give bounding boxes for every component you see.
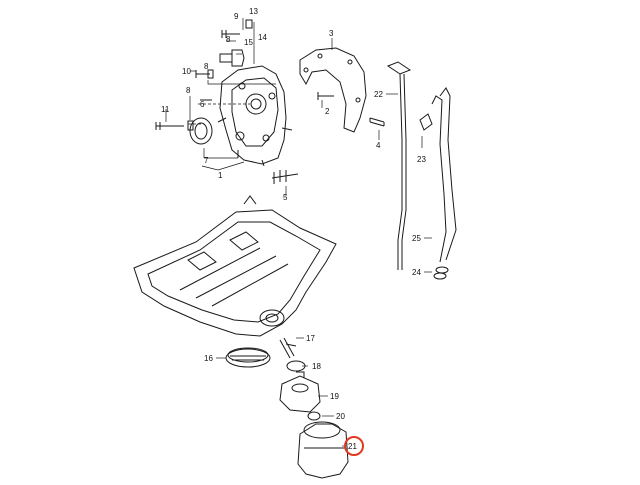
- callout-5[interactable]: 5: [283, 193, 288, 202]
- oil-seal-part-7: [189, 117, 213, 145]
- part-drawings: [133, 19, 457, 479]
- callout-13[interactable]: 13: [249, 7, 258, 16]
- callout-14[interactable]: 14: [258, 33, 267, 42]
- callout-21[interactable]: 21: [348, 442, 357, 451]
- strainer-part-16: [225, 347, 271, 368]
- bolt-part-2: [317, 92, 334, 100]
- callout-19[interactable]: 19: [330, 392, 339, 401]
- callout-18[interactable]: 18: [312, 362, 321, 371]
- callout-11[interactable]: 11: [161, 105, 170, 114]
- dipstick-guide-tube-part-25: [419, 87, 457, 274]
- highlight-circle[interactable]: [344, 436, 364, 456]
- callout-7[interactable]: 7: [204, 156, 209, 165]
- callout-22[interactable]: 22: [374, 90, 383, 99]
- gasket-part-3: [299, 47, 367, 133]
- callout-3[interactable]: 3: [329, 29, 334, 38]
- dipstick-part-22: [386, 61, 412, 270]
- callout-6[interactable]: 6: [200, 100, 205, 109]
- callout-17[interactable]: 17: [306, 334, 315, 343]
- callout-2[interactable]: 2: [325, 107, 330, 116]
- callout-16[interactable]: 16: [204, 354, 213, 363]
- callout-9[interactable]: 9: [234, 12, 239, 21]
- callout-25[interactable]: 25: [412, 234, 421, 243]
- oil-filter-part-21: [297, 421, 349, 479]
- dowel-pin-part-4: [369, 117, 385, 127]
- callout-4[interactable]: 4: [376, 141, 381, 150]
- callout-1[interactable]: 1: [218, 171, 223, 180]
- callout-24[interactable]: 24: [412, 268, 421, 277]
- callout-8-top[interactable]: 8: [226, 35, 231, 44]
- leader-lines: [165, 18, 432, 447]
- callout-8-middle[interactable]: 8: [186, 86, 191, 95]
- filter-bracket-part-19: [279, 371, 321, 413]
- seal-part-20: [307, 411, 321, 421]
- bolt-part-17: [279, 337, 297, 359]
- oil-pan-assembly: [133, 195, 337, 337]
- washer-part-24: [433, 272, 447, 280]
- callout-20[interactable]: 20: [336, 412, 345, 421]
- callout-10[interactable]: 10: [182, 67, 191, 76]
- oil-pressure-switch-part-5: [271, 170, 299, 184]
- callout-labels: 9 13 14 15 10 11 8 8 8 7 1 6 5 3 2 4 22 …: [161, 7, 426, 451]
- callout-15[interactable]: 15: [244, 38, 253, 47]
- callout-23[interactable]: 23: [417, 155, 426, 164]
- front-cover-housing: [217, 65, 293, 167]
- top-bolts: [155, 19, 253, 131]
- callout-8-upper[interactable]: 8: [204, 62, 209, 71]
